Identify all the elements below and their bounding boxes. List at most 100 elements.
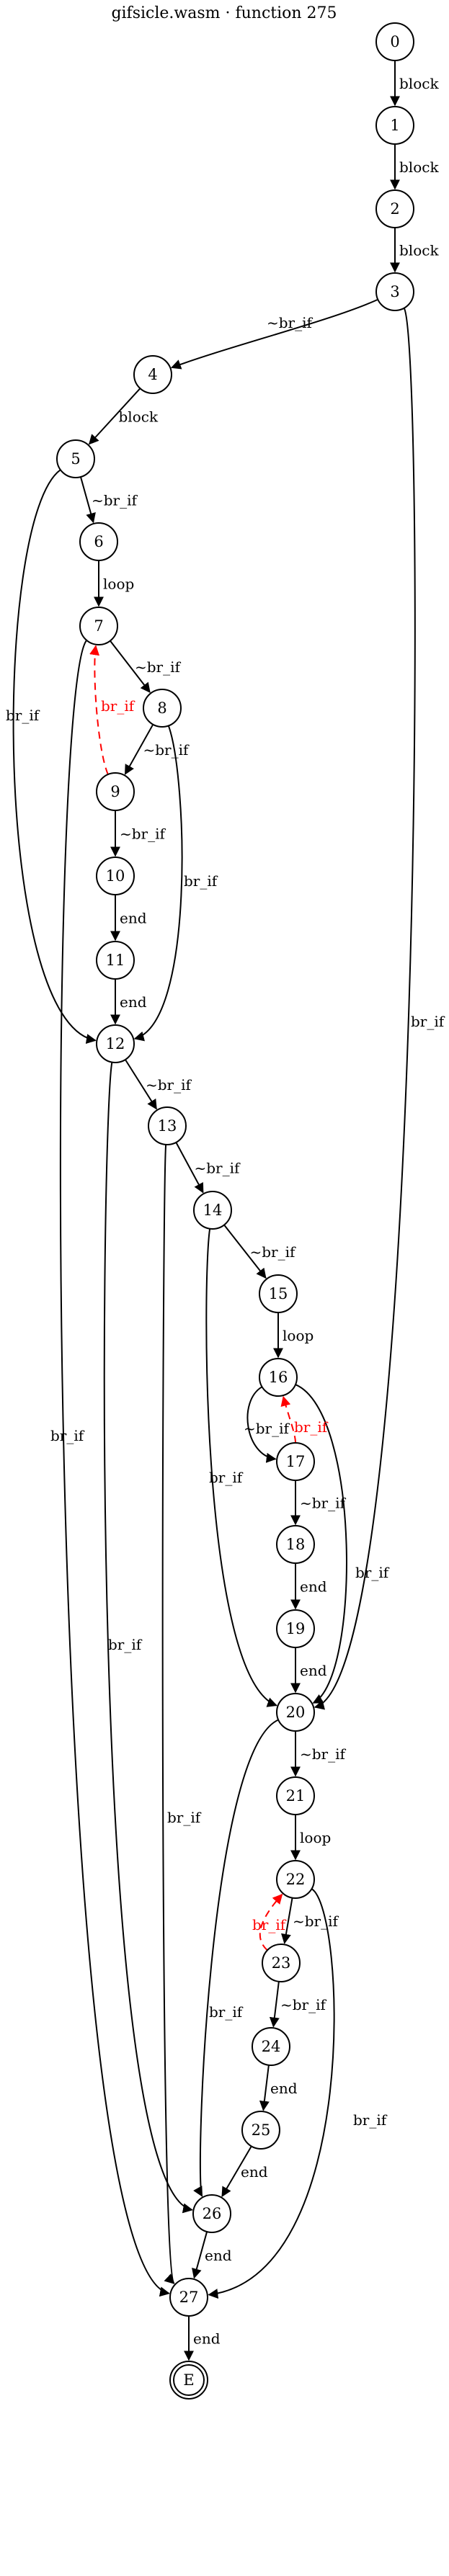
node-label-3: 3: [390, 283, 399, 300]
node-circle-22: [276, 1860, 315, 1899]
edge-13-14: [175, 1142, 204, 1194]
node-circle-19: [276, 1609, 315, 1648]
node-label-14: 14: [203, 1202, 223, 1219]
edge-23-24: [269, 1981, 280, 2028]
node-circle-8: [143, 689, 182, 728]
nodes-layer: 0123456789101112131415161718192021222324…: [56, 22, 414, 2400]
edge-label-25-26: end: [241, 2163, 268, 2181]
node-label-16: 16: [269, 1369, 288, 1386]
edge-label-23-22: br_if: [252, 1916, 287, 1933]
node-27: 27: [169, 2278, 208, 2317]
node-23: 23: [262, 1944, 301, 1982]
node-circle-10: [96, 857, 135, 895]
node-circle-13: [148, 1106, 187, 1145]
node-22: 22: [276, 1860, 315, 1899]
node-4: 4: [133, 355, 172, 394]
edge-label-20-26: br_if: [209, 2003, 244, 2021]
edge-label-24-25: end: [270, 2080, 298, 2097]
node-circle-14: [193, 1191, 232, 1230]
edge-label-16-20: br_if: [355, 1564, 390, 1581]
node-25: 25: [241, 2111, 280, 2150]
diagram-title: gifsicle.wasm · function 275: [111, 4, 337, 22]
node-circle-26: [192, 2194, 231, 2233]
node-circle-12: [96, 1024, 135, 1063]
node-label-E: E: [183, 2371, 194, 2389]
edge-26-27: [192, 2231, 208, 2279]
edge-label-7-27: br_if: [50, 1427, 85, 1444]
edge-label-8-9: ~br_if: [143, 741, 190, 759]
edge-label-9-7: br_if: [101, 697, 135, 715]
edge-label-18-19: end: [300, 1578, 327, 1596]
node-label-6: 6: [94, 533, 103, 550]
node-12: 12: [96, 1024, 135, 1063]
node-label-26: 26: [203, 2205, 222, 2222]
edges-layer: blockblockblock~br_ifbr_ifblock~br_ifbr_…: [6, 61, 445, 2361]
node-circle-6: [79, 522, 118, 561]
edge-20-26: [193, 1719, 279, 2197]
node-9: 9: [96, 772, 135, 811]
node-label-21: 21: [286, 1787, 306, 1804]
node-0: 0: [375, 22, 414, 61]
node-circle-20: [276, 1693, 315, 1732]
edge-label-17-16: br_if: [294, 1418, 329, 1436]
edge-label-22-23: ~br_if: [293, 1913, 339, 1930]
edge-4-5: [88, 388, 141, 445]
edge-16-20: [295, 1384, 347, 1704]
node-3: 3: [375, 272, 414, 311]
edge-label-3-20: br_if: [411, 1013, 445, 1030]
node-26: 26: [192, 2194, 231, 2233]
node-15: 15: [259, 1274, 298, 1313]
node-2: 2: [375, 189, 414, 228]
edge-3-4: [170, 298, 378, 370]
edge-17-16: [280, 1395, 296, 1444]
edge-label-21-22: loop: [300, 1829, 331, 1846]
node-circle-21: [276, 1776, 315, 1815]
edge-8-12: [133, 725, 183, 1042]
node-label-23: 23: [272, 1954, 291, 1972]
edge-3-20: [314, 308, 416, 1710]
edge-7-27: [59, 640, 170, 2297]
edge-23-22: [259, 1893, 283, 1951]
node-5: 5: [56, 439, 95, 478]
node-label-22: 22: [286, 1871, 306, 1888]
node-circle-3: [375, 272, 414, 311]
edge-label-19-20: end: [300, 1662, 327, 1679]
node-circle-27: [169, 2278, 208, 2317]
node-label-19: 19: [286, 1620, 306, 1637]
node-circle-1: [375, 106, 414, 145]
node-8: 8: [143, 689, 182, 728]
node-21: 21: [276, 1776, 315, 1815]
node-label-17: 17: [286, 1453, 306, 1470]
node-circle-24: [252, 2027, 290, 2066]
edge-5-12: [12, 469, 97, 1045]
edge-label-7-8: ~br_if: [135, 658, 182, 676]
node-circle-2: [375, 189, 414, 228]
edge-12-13: [125, 1059, 157, 1110]
node-label-15: 15: [269, 1285, 288, 1302]
node-13: 13: [148, 1106, 187, 1145]
node-16: 16: [259, 1358, 298, 1397]
node-7: 7: [79, 607, 118, 645]
node-circle-7: [79, 607, 118, 645]
node-6: 6: [79, 522, 118, 561]
edge-16-17: [246, 1386, 277, 1463]
edge-label-14-15: ~br_if: [250, 1243, 297, 1261]
node-label-5: 5: [71, 450, 80, 468]
edge-5-6: [80, 476, 96, 524]
edge-label-1-2: block: [399, 158, 439, 176]
edge-label-9-10: ~br_if: [120, 826, 166, 843]
edge-label-16-17: ~br_if: [244, 1420, 290, 1437]
edge-label-6-7: loop: [103, 576, 134, 593]
edge-22-27: [208, 1888, 335, 2299]
node-label-1: 1: [390, 117, 399, 134]
edge-label-15-16: loop: [283, 1327, 314, 1344]
node-11: 11: [96, 941, 135, 980]
node-17: 17: [276, 1442, 315, 1481]
node-circle-17: [276, 1442, 315, 1481]
edge-label-27-E: end: [193, 2330, 221, 2348]
node-label-9: 9: [110, 783, 120, 800]
edge-12-26: [103, 1062, 193, 2214]
node-circle-9: [96, 772, 135, 811]
edge-label-0-1: block: [399, 75, 439, 92]
